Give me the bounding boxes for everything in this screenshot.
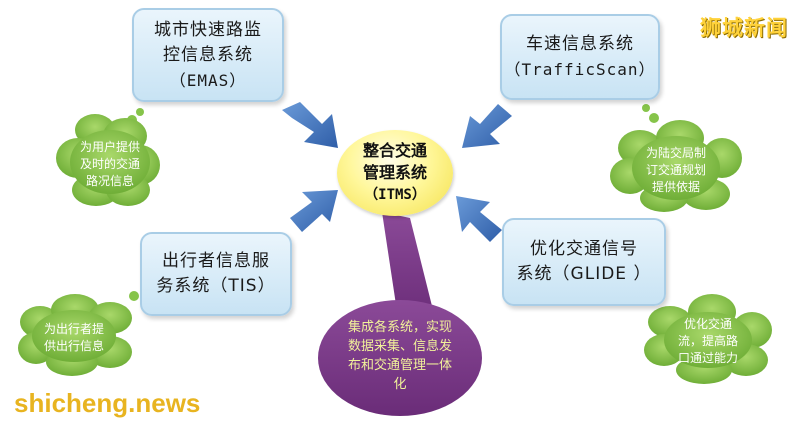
box-emas-line3: （EMAS） bbox=[169, 70, 247, 90]
box-tis: 出行者信息服 务系统（TIS） bbox=[140, 232, 292, 316]
cloud-emas-line2: 及时的交通 bbox=[79, 156, 140, 171]
cloud-emas: 为用户提供 及时的交通 路况信息 bbox=[62, 134, 158, 194]
arrow-trafficscan-to-itms bbox=[462, 104, 512, 148]
cloud-trafficscan-line1: 为陆交局制 bbox=[645, 145, 706, 160]
cloud-trafficscan-shape bbox=[610, 104, 742, 212]
cloud-glide: 优化交通 流，提高路 口通过能力 bbox=[662, 312, 754, 370]
itms-callout-text: 集成各系统，实现 数据采集、信息发 布和交通管理一体 化 bbox=[335, 318, 465, 394]
center-line3: （ITMS） bbox=[364, 187, 426, 203]
cloud-glide-line2: 流，提高路 bbox=[677, 333, 738, 348]
arrow-emas-to-itms bbox=[282, 102, 338, 148]
cloud-trafficscan-line3: 提供依据 bbox=[651, 179, 700, 194]
box-glide: 优化交通信号 系统（GLIDE ） bbox=[502, 218, 666, 306]
cloud-tis-shape bbox=[18, 282, 152, 376]
watermark-top-right: 狮城新闻 bbox=[700, 16, 788, 40]
box-emas: 城市快速路监 控信息系统 （EMAS） bbox=[132, 8, 284, 102]
cloud-tis-line1: 为出行者提 bbox=[43, 322, 104, 336]
cloud-glide-line3: 口通过能力 bbox=[677, 350, 738, 365]
box-emas-line2: 控信息系统 bbox=[163, 44, 253, 65]
watermark-bottom-left: shicheng.news bbox=[14, 388, 201, 418]
cloud-emas-line3: 路况信息 bbox=[85, 173, 134, 188]
cloud-glide-line1: 优化交通 bbox=[683, 316, 732, 331]
box-trafficscan-line1: 车速信息系统 bbox=[526, 34, 634, 54]
box-tis-line1: 出行者信息服 bbox=[162, 251, 270, 271]
cloud-tis: 为出行者提 供出行信息 bbox=[28, 318, 120, 358]
cloud-trafficscan: 为陆交局制 订交通规划 提供依据 bbox=[628, 140, 724, 200]
cloud-emas-line1: 为用户提供 bbox=[79, 139, 140, 154]
box-glide-line2: 系统（GLIDE ） bbox=[516, 264, 652, 284]
cloud-tis-line2: 供出行信息 bbox=[43, 339, 104, 353]
cloud-glide-shape bbox=[628, 278, 772, 384]
cloud-emas-shape bbox=[56, 108, 160, 206]
callout-line1: 集成各系统，实现 bbox=[347, 320, 452, 335]
callout-line2: 数据采集、信息发 bbox=[347, 339, 452, 354]
box-glide-line1: 优化交通信号 bbox=[530, 239, 638, 259]
arrow-glide-to-itms bbox=[456, 196, 502, 242]
center-line2: 管理系统 bbox=[362, 163, 427, 182]
box-emas-line1: 城市快速路监 bbox=[154, 19, 262, 40]
box-tis-line2: 务系统（TIS） bbox=[156, 276, 276, 296]
callout-line4: 化 bbox=[393, 377, 407, 392]
center-line1: 整合交通 bbox=[362, 141, 427, 160]
cloud-trafficscan-line2: 订交通规划 bbox=[645, 162, 706, 177]
callout-line3: 布和交通管理一体 bbox=[347, 358, 452, 373]
center-itms: 整合交通 管理系统 （ITMS） bbox=[337, 130, 453, 216]
itms-callout-shape bbox=[318, 212, 482, 416]
box-trafficscan-line2: （TrafficScan） bbox=[504, 60, 656, 79]
arrow-tis-to-itms bbox=[290, 190, 338, 232]
box-trafficscan: 车速信息系统 （TrafficScan） bbox=[500, 14, 660, 100]
